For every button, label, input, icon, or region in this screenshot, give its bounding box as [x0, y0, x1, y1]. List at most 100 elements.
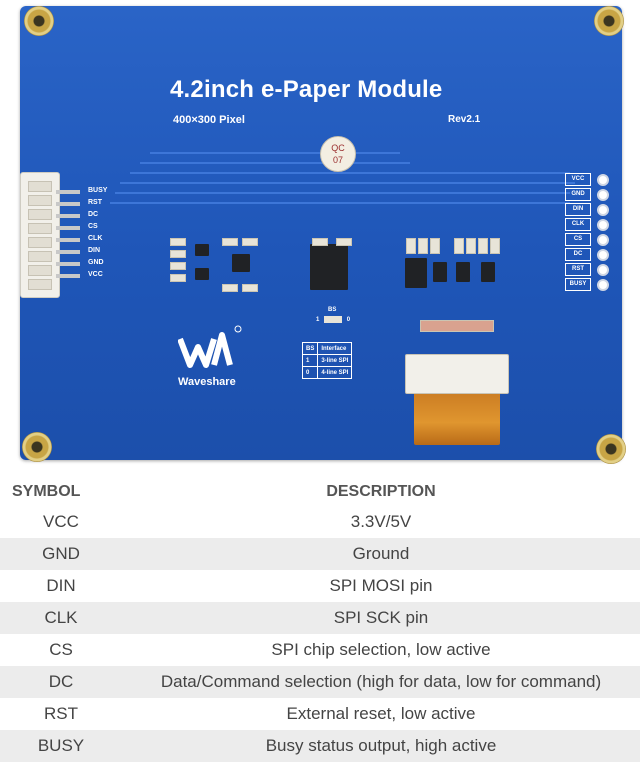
- resistor: [170, 238, 186, 246]
- table-row: CS SPI chip selection, low active: [0, 634, 640, 666]
- capacitor: [406, 238, 416, 254]
- bs-table-cell: BS: [301, 342, 319, 355]
- pin: [56, 274, 80, 278]
- qc-label: QC: [331, 143, 345, 153]
- mounting-hole: [24, 6, 54, 36]
- table-row: RST External reset, low active: [0, 698, 640, 730]
- symbol-cell: DIN: [0, 570, 122, 602]
- bs-table-cell: 0: [301, 366, 319, 379]
- bs-table-cell: 4-line SPI: [317, 366, 353, 379]
- description-cell: SPI MOSI pin: [122, 570, 640, 602]
- bs-right-label: 0: [346, 317, 351, 324]
- connector-slot: [28, 279, 52, 290]
- resistor: [170, 250, 186, 258]
- connector-slot: [28, 181, 52, 192]
- description-header: DESCRIPTION: [122, 478, 640, 506]
- pin-label-cs: CS: [88, 223, 98, 230]
- bs-switch: 1 0 BS: [316, 307, 351, 324]
- trace: [150, 152, 400, 154]
- pin-hole: [597, 279, 609, 291]
- connector-slot: [28, 223, 52, 234]
- symbol-cell: RST: [0, 698, 122, 730]
- transistor: [232, 254, 250, 272]
- trace: [115, 192, 570, 194]
- capacitor: [478, 238, 488, 254]
- transistor: [195, 268, 209, 280]
- pin-header-connector: [20, 172, 60, 298]
- trace: [130, 172, 570, 174]
- trace: [110, 202, 570, 204]
- capacitor: [418, 238, 428, 254]
- right-pin-label-dc: DC: [565, 248, 591, 261]
- fpc-cable: [414, 389, 500, 445]
- diode: [433, 262, 447, 282]
- pin-label-dc: DC: [88, 211, 99, 218]
- connector-slot: [28, 209, 52, 220]
- right-pin-label-gnd: GND: [565, 188, 591, 201]
- symbol-cell: CLK: [0, 602, 122, 634]
- board-resolution: 400×300 Pixel: [173, 114, 245, 126]
- board-revision: Rev2.1: [448, 114, 481, 125]
- pin-label-vcc: VCC: [88, 271, 103, 278]
- bs-table-cell: 1: [301, 354, 319, 367]
- waveshare-logo: [177, 321, 242, 381]
- right-pin-label-rst: RST: [565, 263, 591, 276]
- description-cell: External reset, low active: [122, 698, 640, 730]
- pin-label-clk: CLK: [88, 235, 103, 242]
- capacitor: [490, 238, 500, 254]
- pin-description-table: SYMBOL DESCRIPTION VCC 3.3V/5V GND Groun…: [0, 478, 640, 762]
- trace: [120, 182, 575, 184]
- capacitor: [454, 238, 464, 254]
- bs-table-row: 0 4-line SPI: [301, 366, 353, 379]
- bs-left-label: 1: [316, 317, 320, 324]
- symbol-cell: CS: [0, 634, 122, 666]
- pin: [56, 262, 80, 266]
- right-pin-label-clk: CLK: [565, 218, 591, 231]
- symbol-cell: BUSY: [0, 730, 122, 762]
- pin-hole: [597, 219, 609, 231]
- pin-hole: [597, 204, 609, 216]
- table-row: BUSY Busy status output, high active: [0, 730, 640, 762]
- table-row: DIN SPI MOSI pin: [0, 570, 640, 602]
- pin-label-din: DIN: [88, 247, 101, 254]
- diode: [481, 262, 495, 282]
- pin-label-busy: BUSY: [88, 187, 108, 194]
- mounting-hole: [22, 432, 52, 462]
- pin-hole: [597, 189, 609, 201]
- symbol-cell: GND: [0, 538, 122, 570]
- right-pin-label-vcc: VCC: [565, 173, 591, 186]
- table-row: DC Data/Command selection (high for data…: [0, 666, 640, 698]
- capacitor: [466, 238, 476, 254]
- capacitor-array: [420, 320, 494, 332]
- resistor: [222, 284, 238, 292]
- pin-hole: [597, 234, 609, 246]
- capacitor: [312, 238, 328, 246]
- right-pin-label-busy: BUSY: [565, 278, 591, 291]
- qc-number: 07: [332, 155, 343, 165]
- description-cell: SPI chip selection, low active: [122, 634, 640, 666]
- table-row: CLK SPI SCK pin: [0, 602, 640, 634]
- pin-label-gnd: GND: [88, 259, 104, 266]
- pin: [56, 250, 80, 254]
- connector-slot: [28, 265, 52, 276]
- bs-switch-pad: [324, 316, 343, 323]
- pin: [56, 190, 80, 194]
- description-cell: Busy status output, high active: [122, 730, 640, 762]
- trace: [140, 162, 410, 164]
- diode: [456, 262, 470, 282]
- right-pin-label-din: DIN: [565, 203, 591, 216]
- symbol-cell: DC: [0, 666, 122, 698]
- table-row: VCC 3.3V/5V: [0, 506, 640, 538]
- pcb-board: 4.2inch e-Paper Module 400×300 Pixel Rev…: [20, 6, 622, 460]
- right-pin-label-cs: CS: [565, 233, 591, 246]
- symbol-cell: VCC: [0, 506, 122, 538]
- description-cell: SPI SCK pin: [122, 602, 640, 634]
- capacitor: [336, 238, 352, 246]
- board-title: 4.2inch e-Paper Module: [170, 76, 443, 103]
- inductor: [405, 258, 427, 288]
- resistor: [242, 284, 258, 292]
- bs-table-cell: 3-line SPI: [317, 354, 353, 367]
- pin: [56, 214, 80, 218]
- transistor: [195, 244, 209, 256]
- pin-hole: [597, 174, 609, 186]
